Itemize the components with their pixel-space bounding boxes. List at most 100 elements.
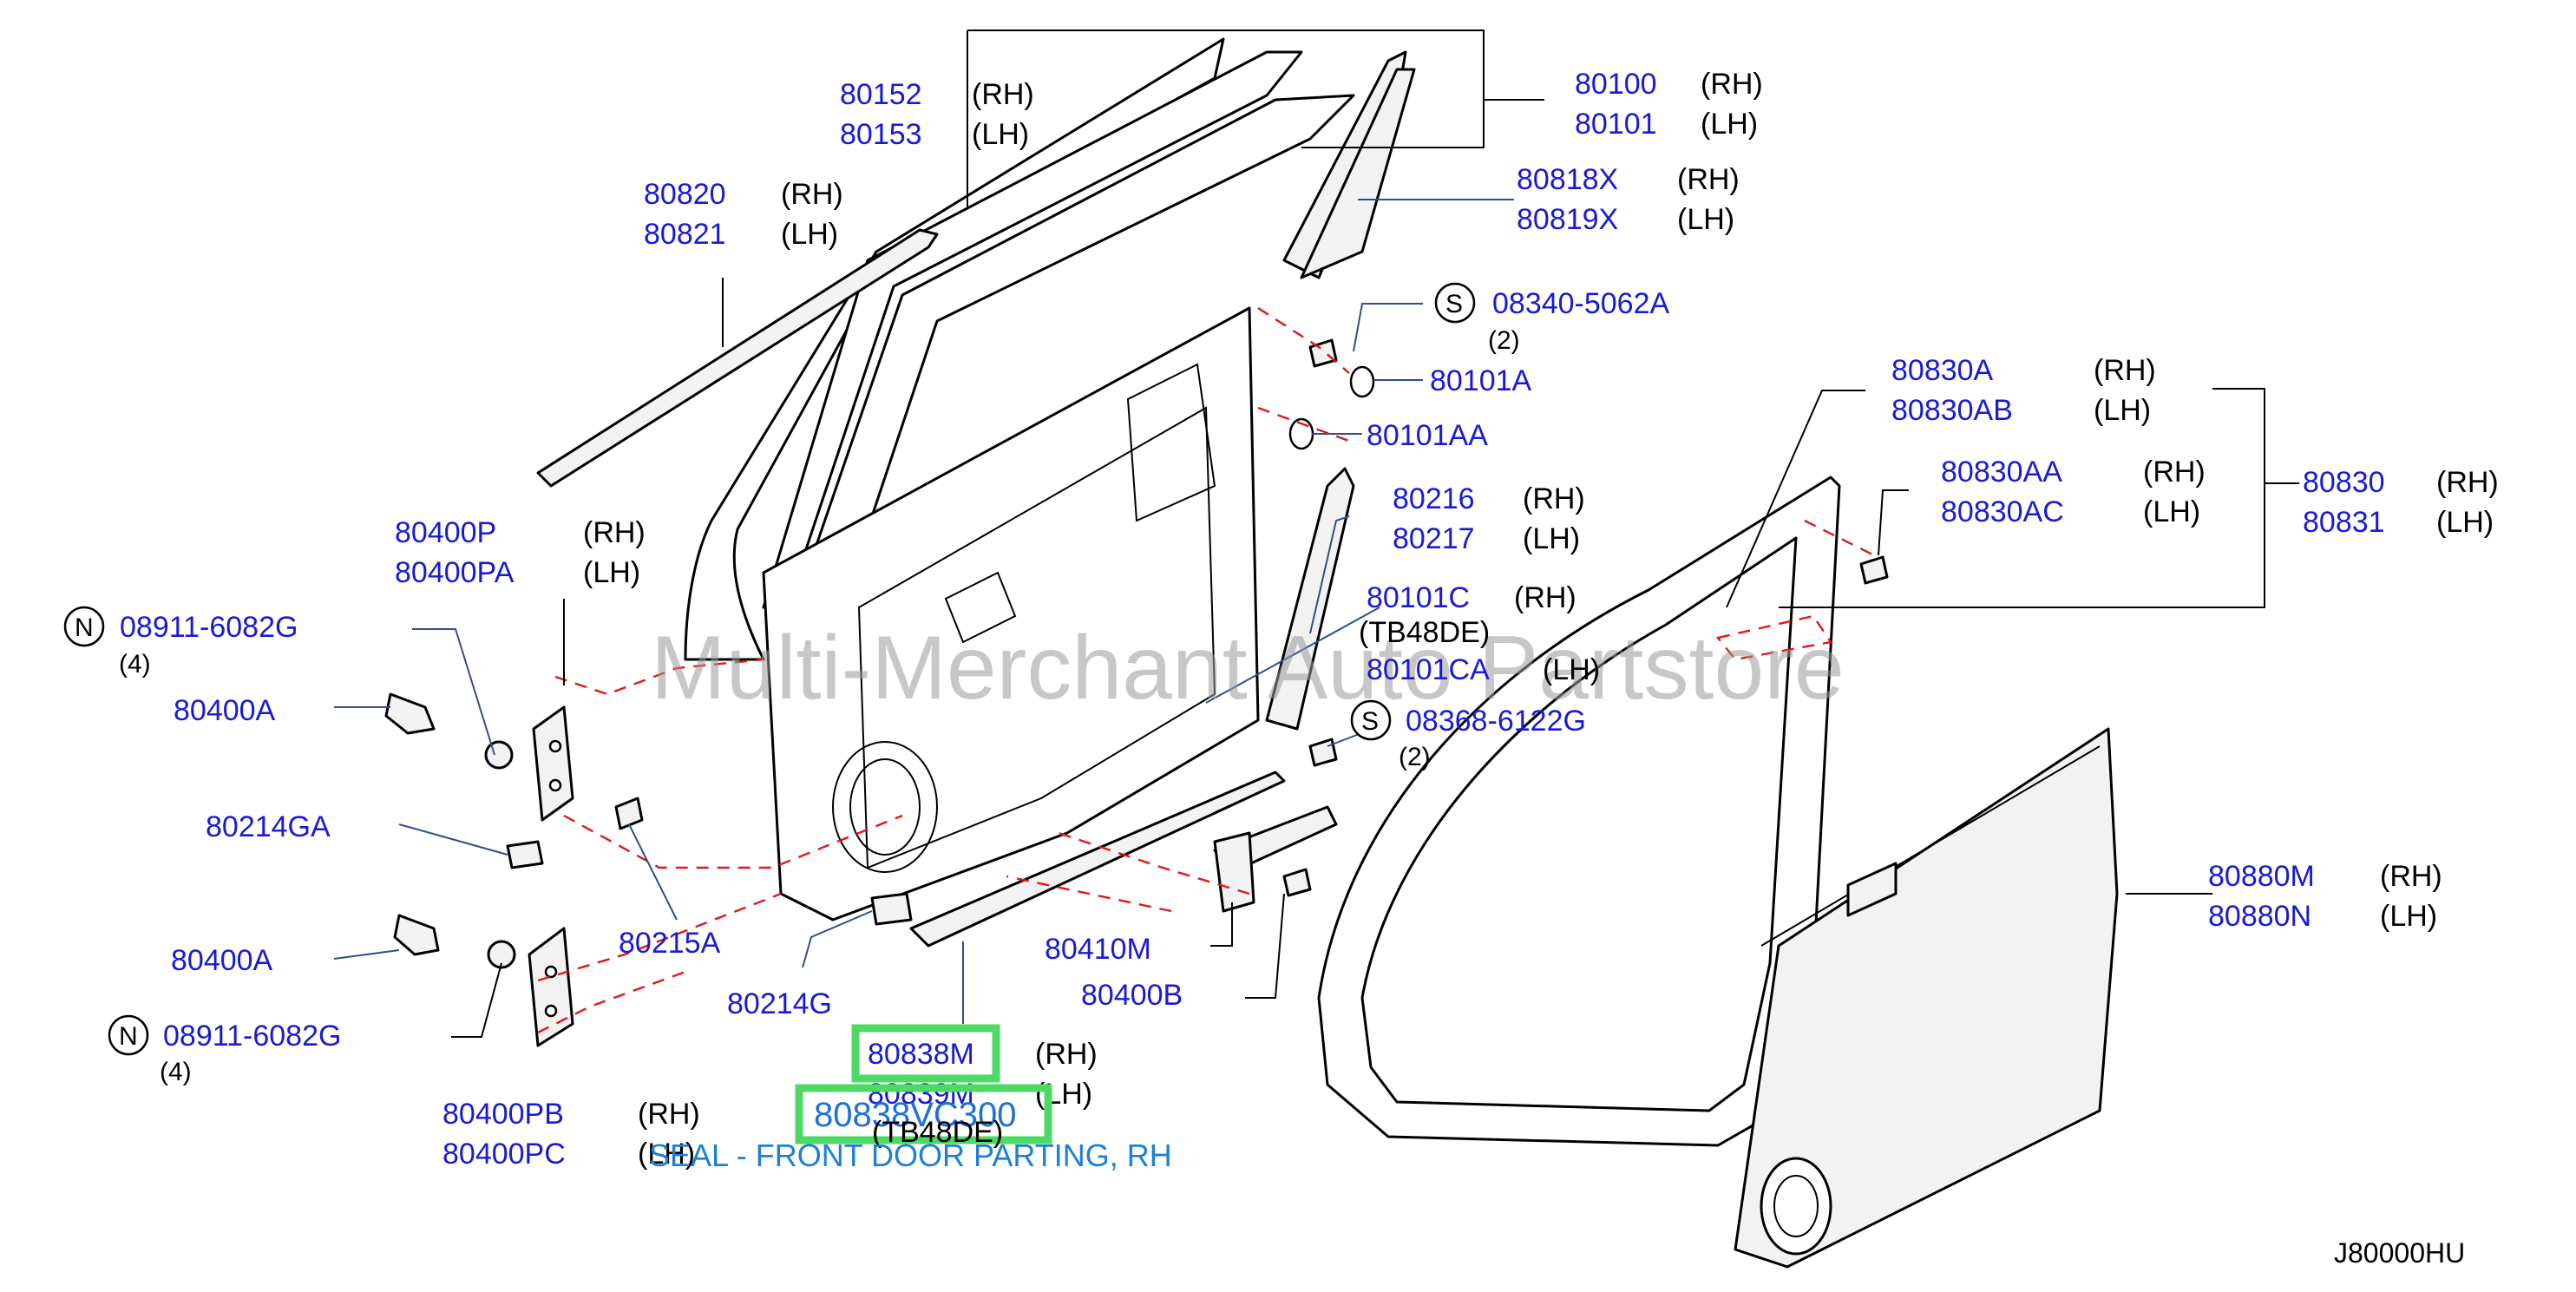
side-label: (RH): [1701, 68, 1763, 101]
part-number-link[interactable]: 80839M: [868, 1078, 974, 1111]
weatherstrip: [1317, 475, 1841, 1147]
side-label: (RH): [2380, 860, 2442, 893]
part-number-link[interactable]: 80217: [1393, 522, 1475, 555]
callout-80820[interactable]: 80820 (RH) 80821 (LH): [644, 178, 843, 251]
callout-80101AA[interactable]: 80101AA: [1367, 419, 1488, 452]
part-number-link[interactable]: 80400PB: [442, 1098, 564, 1131]
part-number-link[interactable]: 80831: [2303, 506, 2385, 539]
diagram-code: J80000HU: [2334, 1237, 2465, 1269]
side-label: (RH): [1523, 482, 1585, 515]
callout-80400P[interactable]: 80400P (RH) 80400PA (LH): [395, 516, 646, 589]
callout-80100[interactable]: 80100 (RH) 80101 (LH): [1575, 68, 1763, 141]
part-number-link[interactable]: 80830: [2303, 466, 2385, 499]
side-label: (RH): [2094, 354, 2156, 387]
side-label: (RH): [638, 1098, 700, 1131]
part-number-link[interactable]: 80152: [840, 78, 922, 111]
callout-80400A-upper[interactable]: 80400A: [174, 694, 276, 727]
selected-part-caption: SEAL - FRONT DOOR PARTING, RH: [649, 1138, 1172, 1173]
part-number-link[interactable]: 80216: [1393, 482, 1475, 515]
part-number-link[interactable]: 08368-6122G: [1406, 705, 1586, 738]
part-number-link[interactable]: 80818X: [1517, 163, 1618, 196]
part-number-link[interactable]: 80400PC: [442, 1138, 566, 1171]
part-number-link[interactable]: 80830A: [1891, 354, 1994, 387]
part-number-link[interactable]: 80101AA: [1367, 419, 1488, 452]
symbol-letter: S: [1445, 290, 1463, 318]
side-label: (RH): [781, 178, 843, 211]
door-inner-panel: [762, 306, 1260, 921]
part-number-link[interactable]: 80214GA: [206, 810, 331, 843]
part-number-link[interactable]: 80214G: [727, 987, 832, 1020]
callout-80830A[interactable]: 80830A (RH) 80830AB (LH): [1891, 354, 2156, 427]
quantity-label: (2): [1399, 743, 1431, 771]
callout-08368-6122G[interactable]: S 08368-6122G (2): [1350, 699, 1586, 771]
callout-80410M[interactable]: 80410M: [1045, 933, 1151, 966]
callout-80400A-lower[interactable]: 80400A: [171, 944, 273, 977]
part-number-link[interactable]: 80101A: [1430, 364, 1532, 397]
side-label: (LH): [2436, 506, 2494, 539]
symbol-circle: [1350, 699, 1392, 741]
callout-80101A[interactable]: 80101A: [1430, 364, 1532, 397]
callout-80216[interactable]: 80216 (RH) 80217 (LH): [1393, 482, 1585, 555]
callout-08340-5062A[interactable]: S 08340-5062A (2): [1434, 282, 1670, 355]
part-number-link[interactable]: 80101C: [1367, 581, 1470, 614]
side-label: (RH): [1677, 163, 1740, 196]
part-number-link[interactable]: 80400B: [1081, 979, 1183, 1012]
callout-80214G[interactable]: 80214G: [727, 987, 832, 1020]
part-number-link[interactable]: 80880N: [2208, 900, 2311, 933]
side-label: (RH): [2143, 456, 2206, 489]
part-number-link[interactable]: 80101CA: [1367, 653, 1490, 686]
part-number-link[interactable]: 80880M: [2208, 860, 2315, 893]
callout-80830AA[interactable]: 80830AA (RH) 80830AC (LH): [1941, 456, 2206, 528]
hinge-lower: [528, 927, 574, 1047]
callout-80101C[interactable]: 80101C (RH) (TB48DE): [1359, 581, 1576, 649]
part-number-link[interactable]: 80830AA: [1941, 456, 2062, 489]
callout-80400B[interactable]: 80400B: [1081, 979, 1183, 1012]
side-label: (LH): [638, 1138, 695, 1171]
callout-80215A[interactable]: 80215A: [619, 927, 721, 960]
part-number-link[interactable]: 80153: [840, 118, 922, 151]
callout-80818X[interactable]: 80818X (RH) 80819X (LH): [1517, 163, 1740, 236]
part-number-link[interactable]: 80400A: [171, 944, 273, 977]
callout-80880M[interactable]: 80880M (RH) 80880N (LH): [2208, 860, 2442, 933]
part-number-link[interactable]: 80830AC: [1941, 495, 2064, 528]
callout-80830[interactable]: 80830 (RH) 80831 (LH): [2303, 466, 2499, 539]
part-number-link[interactable]: 80101: [1575, 108, 1657, 141]
engine-note: (TB48DE): [1359, 616, 1490, 649]
door-glass-rear: [1300, 68, 1416, 279]
door-trim-panel: [1734, 727, 2119, 1269]
part-number-link[interactable]: 08911-6082G: [163, 1020, 341, 1053]
leader-lines: [333, 30, 2299, 1038]
side-label: (LH): [972, 118, 1029, 151]
part-number-link[interactable]: 80400P: [395, 516, 496, 549]
quantity-label: (4): [160, 1058, 192, 1086]
part-number-link[interactable]: 80819X: [1517, 203, 1618, 236]
part-number-link[interactable]: 80821: [644, 218, 726, 251]
part-number-link[interactable]: 80215A: [619, 927, 721, 960]
callout-08911-6082G-upper[interactable]: N 08911-6082G (4): [63, 606, 298, 679]
part-number-link[interactable]: 80410M: [1045, 933, 1151, 966]
selected-part[interactable]: 80838VC300 (TB48DE) SEAL - FRONT DOOR PA…: [649, 1084, 1172, 1173]
callout-80101CA[interactable]: 80101CA (LH): [1367, 653, 1600, 686]
part-number-link[interactable]: 80820: [644, 178, 726, 211]
part-number-link[interactable]: 80838M: [868, 1038, 974, 1071]
side-label: (LH): [1035, 1078, 1092, 1111]
symbol-letter: N: [119, 1022, 138, 1051]
part-number-link[interactable]: 80100: [1575, 68, 1657, 101]
part-number-link[interactable]: 80400A: [174, 694, 276, 727]
part-number-link[interactable]: 08911-6082G: [120, 611, 298, 644]
side-label: (RH): [1035, 1038, 1098, 1071]
callout-80400PB[interactable]: 80400PB (RH) 80400PC (LH): [442, 1098, 700, 1171]
callout-80214GA[interactable]: 80214GA: [206, 810, 331, 843]
symbol-letter: S: [1361, 707, 1379, 736]
part-number-link[interactable]: 08340-5062A: [1492, 287, 1670, 320]
side-label: (RH): [1514, 581, 1576, 614]
side-label: (LH): [2094, 394, 2151, 427]
part-number-link[interactable]: 80400PA: [395, 556, 515, 589]
callout-08911-6082G-lower[interactable]: N 08911-6082G (4): [108, 1014, 341, 1086]
outside-moulding: [536, 228, 939, 488]
side-label: (LH): [1701, 108, 1758, 141]
callout-80152[interactable]: 80152 (RH) 80153 (LH): [840, 78, 1034, 151]
selected-part-number[interactable]: 80838VC300: [814, 1096, 1017, 1134]
part-number-link[interactable]: 80830AB: [1891, 394, 2013, 427]
